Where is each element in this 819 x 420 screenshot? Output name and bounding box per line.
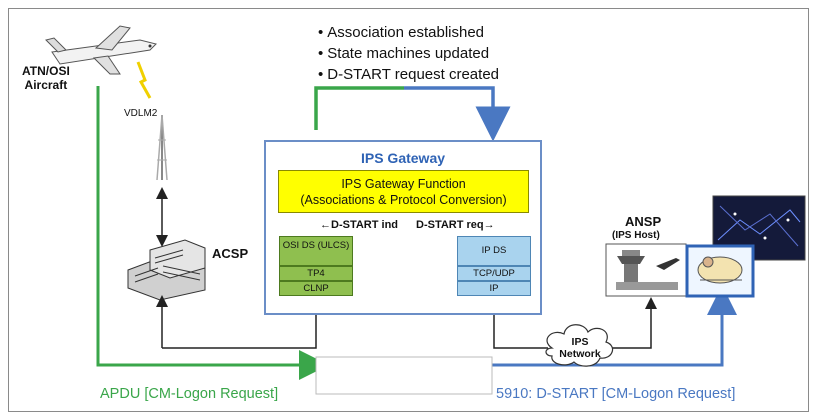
apdu-path-green bbox=[96, 86, 329, 380]
ansp-label: ANSP bbox=[625, 214, 662, 229]
gateway-function-line2: (Associations & Protocol Conversion) bbox=[300, 193, 507, 207]
vdl-link-icon bbox=[136, 61, 152, 99]
acsp-building-icon bbox=[127, 239, 206, 301]
bullet-item: State machines updated bbox=[318, 43, 499, 64]
aircraft-label: ATN/OSI Aircraft bbox=[22, 64, 70, 92]
control-tower-icon bbox=[605, 243, 687, 297]
cloud-icon bbox=[545, 324, 614, 367]
network-label-line1: IPS bbox=[571, 336, 589, 348]
clnp-layer: CLNP bbox=[279, 281, 353, 296]
network-label-line2: Network bbox=[559, 348, 601, 360]
ip-layer: IP bbox=[457, 281, 531, 296]
dstart-req-label: D-START req→ bbox=[416, 219, 495, 231]
status-bullet-list: Association established State machines u… bbox=[318, 22, 499, 85]
bullet-item: Association established bbox=[318, 22, 499, 43]
gateway-network-link bbox=[488, 299, 548, 349]
radio-tower-icon bbox=[156, 114, 168, 181]
tcp-udp-layer: TCP/UDP bbox=[457, 266, 531, 281]
vdlm2-label: VDLM2 bbox=[124, 108, 158, 119]
airplane-small-icon bbox=[656, 258, 680, 270]
gateway-function-line1: IPS Gateway Function bbox=[341, 177, 466, 191]
diagram-frame bbox=[8, 8, 809, 412]
ip-ds-layer: IP DS bbox=[457, 236, 531, 266]
dstart-req-text: D-START req bbox=[416, 219, 484, 231]
ansp-sublabel: (IPS Host) bbox=[612, 230, 660, 241]
aircraft-label-line1: ATN/OSI bbox=[22, 64, 70, 78]
network-ansp-link bbox=[612, 297, 657, 349]
apdu-caption: APDU [CM-Logon Request] bbox=[100, 386, 279, 402]
dstart-ind-text: D-START ind bbox=[331, 219, 399, 231]
osi-protocol-stack: OSI DS (ULCS) TP4 CLNP bbox=[279, 236, 353, 296]
acsp-label: ACSP bbox=[212, 246, 249, 261]
controller-workstation-icon bbox=[685, 244, 755, 298]
assoc-path-blue bbox=[404, 86, 511, 142]
dstart-ind-label: ←D-START ind bbox=[320, 219, 399, 231]
message-box bbox=[315, 356, 493, 395]
network-label: IPS Network bbox=[550, 336, 610, 360]
gateway-function-box: IPS Gateway Function (Associations & Pro… bbox=[278, 170, 529, 213]
aircraft-label-line2: Aircraft bbox=[24, 78, 68, 92]
osi-ds-layer: OSI DS (ULCS) bbox=[279, 236, 353, 266]
ip-protocol-stack: IP DS TCP/UDP IP bbox=[457, 236, 531, 296]
aircraft-icon bbox=[45, 25, 157, 75]
gateway-title: IPS Gateway bbox=[360, 150, 446, 166]
acsp-gateway-link bbox=[162, 299, 322, 349]
dstart-caption: 5910: D-START [CM-Logon Request] bbox=[496, 386, 736, 402]
tp4-layer: TP4 bbox=[279, 266, 353, 281]
assoc-path-green bbox=[314, 86, 404, 130]
bullet-item: D-START request created bbox=[318, 64, 499, 85]
